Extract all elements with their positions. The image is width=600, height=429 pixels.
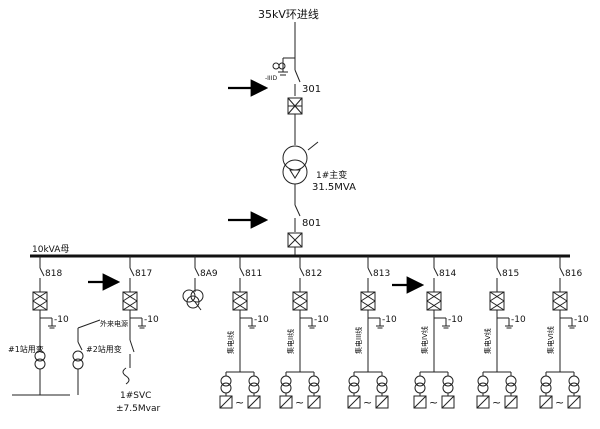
ct-block bbox=[552, 291, 568, 311]
inverter-symbol: ~ bbox=[235, 396, 244, 409]
feeder-id-label: 815 bbox=[502, 269, 519, 279]
feeder-812: 812 -10 集电II线 ~ bbox=[279, 256, 329, 409]
ct-block bbox=[32, 291, 48, 311]
feeder-818: 818 -10 #1站用变 外来电源 #2站用变 bbox=[8, 256, 128, 396]
collector-line-label: 集电II线 bbox=[286, 329, 295, 354]
svc-name: 1#SVC bbox=[120, 391, 151, 401]
feeder-id-label: 816 bbox=[565, 269, 582, 279]
aux-tx1-label: #1站用变 bbox=[8, 344, 44, 354]
breaker-801-label: 801 bbox=[302, 218, 321, 229]
earth-switch-icon bbox=[300, 317, 316, 329]
earthing-switch bbox=[272, 57, 295, 76]
earth-switch-icon bbox=[40, 317, 56, 329]
collector-line-label: 集电V线 bbox=[483, 328, 492, 354]
neg10-label: -10 bbox=[314, 315, 329, 325]
ct-block bbox=[292, 291, 308, 311]
inverter-symbol: ~ bbox=[555, 396, 564, 409]
feeder-816: 816 -10 集电VI线 ~ bbox=[539, 256, 589, 409]
inverter-symbol: ~ bbox=[363, 396, 372, 409]
inverter-pair: ~ bbox=[539, 371, 581, 409]
external-source-label: 外来电源 bbox=[100, 319, 128, 328]
earth-label: -IIID bbox=[265, 75, 277, 82]
annotation-arrows bbox=[88, 79, 425, 294]
earth-switch-icon bbox=[240, 317, 256, 329]
svc-reactor-icon bbox=[122, 367, 130, 385]
inverter-pair: ~ bbox=[476, 371, 518, 409]
feeder-id-label: 813 bbox=[373, 269, 390, 279]
neg10-label: -10 bbox=[511, 315, 526, 325]
feeder-817: 817 -10 1#SVC ±7.5Mvar bbox=[116, 256, 160, 414]
feeder-id-label: 8A9 bbox=[200, 269, 218, 279]
feeder-811: 811 -10 集电I线 ~ bbox=[219, 256, 269, 409]
breaker-301-label: 301 bbox=[302, 84, 321, 95]
transformer-name: 1#主变 bbox=[316, 169, 347, 181]
earth-switch-icon bbox=[130, 317, 146, 329]
disconnector-801 bbox=[294, 204, 301, 217]
collector-line-label: 集电III线 bbox=[354, 327, 363, 354]
neg10-label: -10 bbox=[382, 315, 397, 325]
inverter-symbol: ~ bbox=[295, 396, 304, 409]
neg10-label: -10 bbox=[254, 315, 269, 325]
feeder-814: 814 -10 集电IV线 ~ bbox=[413, 256, 463, 409]
ct-block bbox=[232, 291, 248, 311]
incoming-line-label: 35kV环进线 bbox=[258, 7, 319, 21]
aux-tx2-label: #2站用变 bbox=[86, 344, 122, 354]
feeder-8A9: 8A9 bbox=[182, 256, 218, 311]
feeder-id-label: 817 bbox=[135, 269, 152, 279]
inverter-pair: ~ bbox=[413, 371, 455, 409]
inverter-pair: ~ bbox=[279, 371, 321, 409]
ct-block bbox=[122, 291, 138, 311]
collector-line-label: 集电I线 bbox=[226, 331, 235, 354]
transformer-capacity: 31.5MVA bbox=[312, 182, 356, 193]
neg10-label: -10 bbox=[574, 315, 589, 325]
ct-block bbox=[489, 291, 505, 311]
collector-line-label: 集电IV线 bbox=[420, 326, 429, 354]
inverter-pair: ~ bbox=[347, 371, 389, 409]
disconnector-301 bbox=[294, 69, 301, 83]
feeder-id-label: 818 bbox=[45, 269, 62, 279]
ct-block bbox=[360, 291, 376, 311]
earth-switch-icon bbox=[434, 317, 450, 329]
pt-symbol bbox=[182, 289, 204, 309]
ct-block-301 bbox=[287, 97, 303, 115]
feeder-id-label: 812 bbox=[305, 269, 322, 279]
earth-switch-icon bbox=[497, 317, 513, 329]
inverter-pair: ~ bbox=[219, 371, 261, 409]
feeders: 818-10#1站用变外来电源#2站用变817-101#SVC±7.5Mvar8… bbox=[8, 256, 589, 414]
ct-block bbox=[426, 291, 442, 311]
ct-block-801 bbox=[287, 232, 303, 248]
feeder-813: 813 -10 集电III线 ~ bbox=[347, 256, 397, 409]
neg10-label: -10 bbox=[54, 315, 69, 325]
collector-line-label: 集电VI线 bbox=[546, 326, 555, 354]
feeder-id-label: 814 bbox=[439, 269, 456, 279]
svc-rating: ±7.5Mvar bbox=[116, 404, 160, 414]
feeder-id-label: 811 bbox=[245, 269, 262, 279]
earth-switch-icon bbox=[368, 317, 384, 329]
feeder-815: 815 -10 集电V线 ~ bbox=[476, 256, 526, 409]
neg10-label: -10 bbox=[448, 315, 463, 325]
main-transformer-symbol bbox=[282, 141, 319, 185]
busbar-label: 10kVA母 bbox=[32, 244, 69, 255]
earth-switch-icon bbox=[560, 317, 576, 329]
inverter-symbol: ~ bbox=[492, 396, 501, 409]
neg10-label: -10 bbox=[144, 315, 159, 325]
inverter-symbol: ~ bbox=[429, 396, 438, 409]
